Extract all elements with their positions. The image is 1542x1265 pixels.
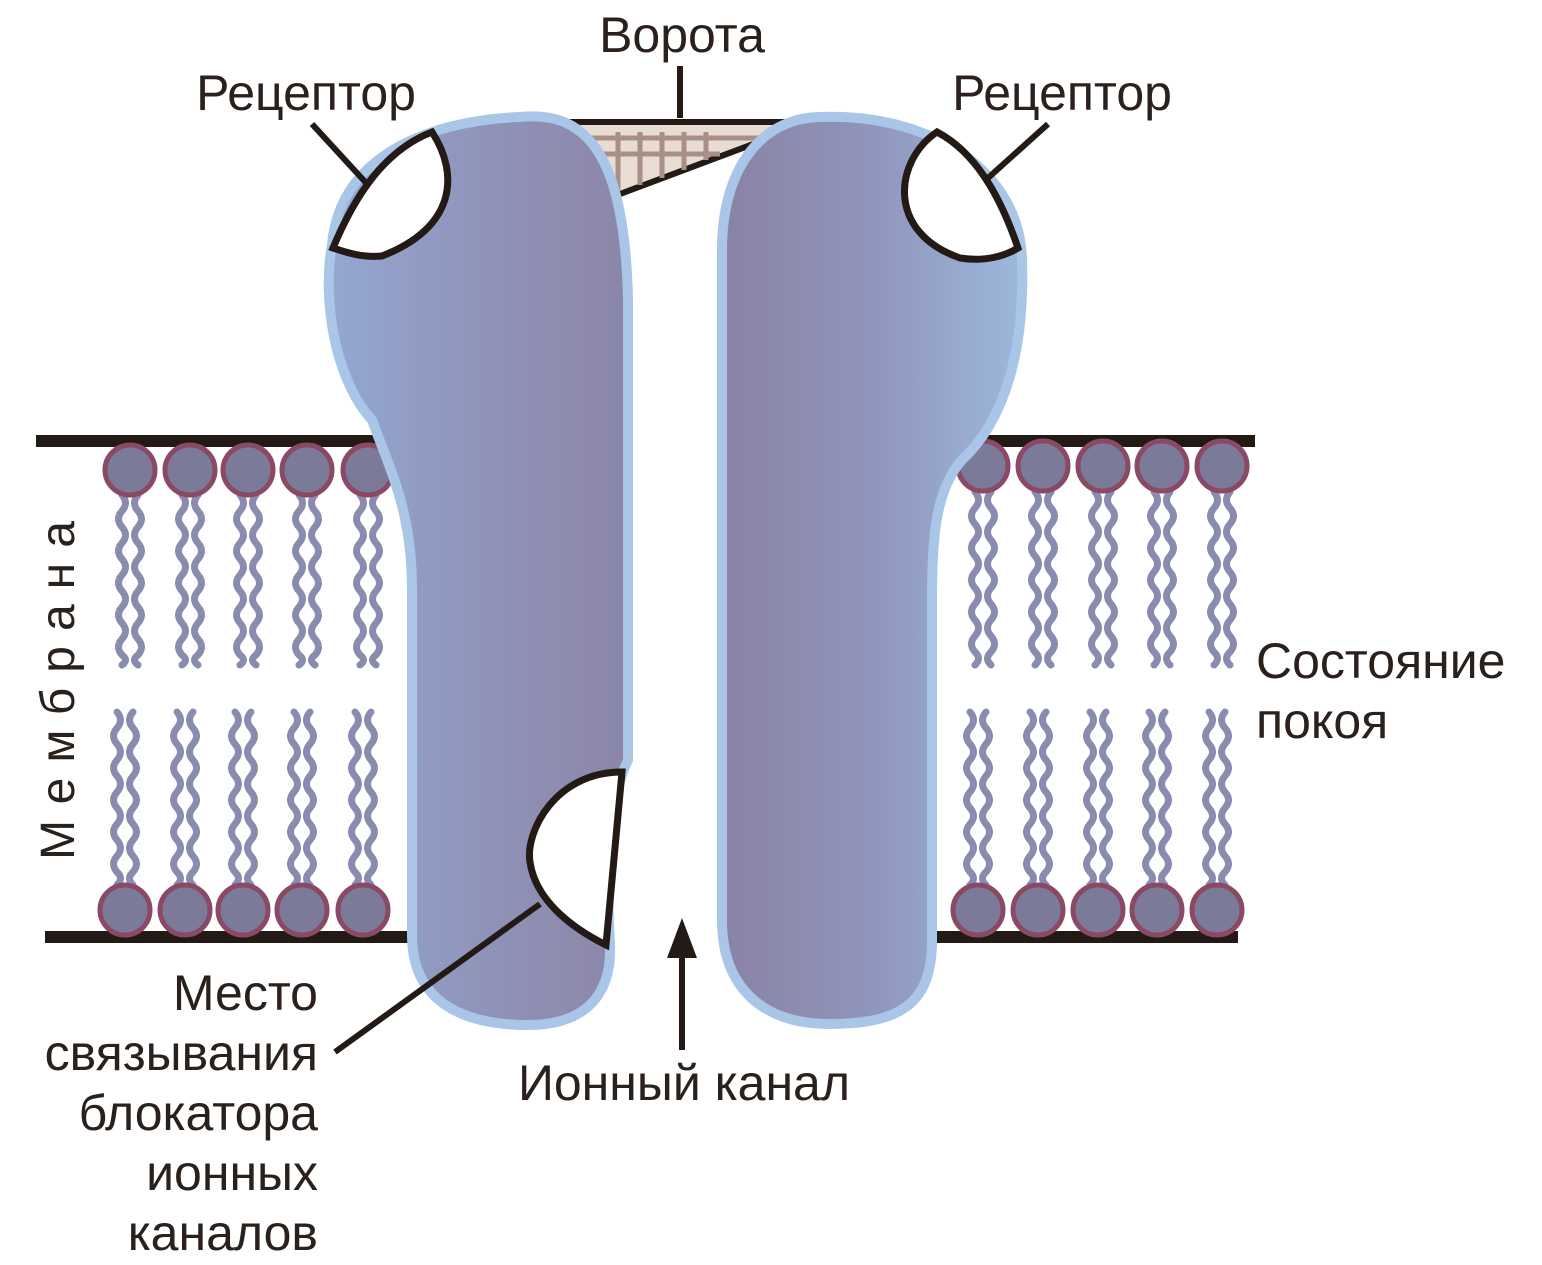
lipid-head-upper	[165, 445, 215, 495]
lipid-tail	[296, 495, 303, 665]
lipid-head-lower	[1192, 885, 1242, 935]
lipid-tail	[248, 712, 255, 885]
lipid-head-upper	[282, 445, 332, 495]
lipid-tail	[232, 712, 239, 885]
lipid-tail	[195, 495, 202, 665]
lipid-tail	[135, 495, 142, 665]
lipid-tail	[179, 495, 186, 665]
lipid-head-lower	[1132, 885, 1182, 935]
binding-site-label-line3: блокатора	[79, 1085, 319, 1141]
lipid-tail	[190, 712, 197, 885]
lipid-head-upper	[1018, 441, 1068, 491]
lipid-head-lower	[277, 885, 327, 935]
lipid-head-lower	[160, 885, 210, 935]
lipid-tail	[972, 492, 979, 665]
lipid-head-upper	[1197, 441, 1247, 491]
lipid-bilayer-right	[953, 441, 1247, 935]
lipid-tail	[352, 712, 359, 885]
receptor-right-label: Рецептор	[952, 65, 1172, 121]
ion-channel-arrow	[667, 918, 697, 1050]
lipid-tail	[1222, 712, 1229, 885]
receptor-right-leader-line	[988, 124, 1048, 178]
lipid-tail	[357, 495, 364, 665]
lipid-tail	[119, 495, 126, 665]
lipid-head-lower	[218, 885, 268, 935]
lipid-tail	[373, 495, 380, 665]
lipid-tail	[307, 712, 314, 885]
lipid-tail	[1087, 712, 1094, 885]
membrane-lines	[36, 441, 1255, 937]
lipid-head-lower	[100, 885, 150, 935]
lipid-tail	[1027, 712, 1034, 885]
binding-site-label-line2: связывания	[45, 1025, 318, 1081]
lipid-tail	[114, 712, 121, 885]
ion-channel-label: Ионный канал	[518, 1055, 850, 1111]
resting-state-label-line2: покоя	[1256, 693, 1388, 749]
lipid-head-lower	[1073, 885, 1123, 935]
lipid-tail	[1146, 712, 1153, 885]
lipid-tail	[253, 495, 260, 665]
lipid-tail	[1032, 492, 1039, 665]
lipid-tail	[1103, 712, 1110, 885]
lipid-tail	[1043, 712, 1050, 885]
lipid-tail	[967, 712, 974, 885]
binding-site-label-line4: ионных	[146, 1145, 318, 1201]
lipid-tail	[1167, 492, 1174, 665]
lipid-head-upper	[1078, 441, 1128, 491]
lipid-tail	[983, 712, 990, 885]
lipid-tail	[312, 495, 319, 665]
receptor-left-label: Рецептор	[196, 65, 416, 121]
lipid-tail	[1206, 712, 1213, 885]
lipid-tail	[174, 712, 181, 885]
lipid-head-lower	[953, 885, 1003, 935]
binding-site-label-line5: каналов	[128, 1205, 318, 1261]
lipid-head-upper	[1137, 441, 1187, 491]
receptor-left-leader-line	[312, 124, 368, 185]
lipid-bilayer-left	[100, 445, 393, 935]
lipid-tail	[1227, 492, 1234, 665]
lipid-head-lower	[338, 885, 388, 935]
lipid-head-upper	[105, 445, 155, 495]
binding-site-label-line1: Место	[173, 965, 318, 1021]
membrane-vertical-label: Мембрана	[32, 506, 85, 860]
lipid-tail	[368, 712, 375, 885]
lipid-head-lower	[1013, 885, 1063, 935]
gate-label: Ворота	[599, 7, 765, 63]
lipid-tail	[1108, 492, 1115, 665]
lipid-tail	[1151, 492, 1158, 665]
lipid-tail	[1211, 492, 1218, 665]
lipid-tail	[291, 712, 298, 885]
lipid-tail	[1162, 712, 1169, 885]
lipid-tail	[1092, 492, 1099, 665]
lipid-tail	[1048, 492, 1055, 665]
lipid-tail	[988, 492, 995, 665]
lipid-head-upper	[223, 445, 273, 495]
resting-state-label-line1: Состояние	[1256, 633, 1506, 689]
lipid-tail	[237, 495, 244, 665]
lipid-tail	[130, 712, 137, 885]
